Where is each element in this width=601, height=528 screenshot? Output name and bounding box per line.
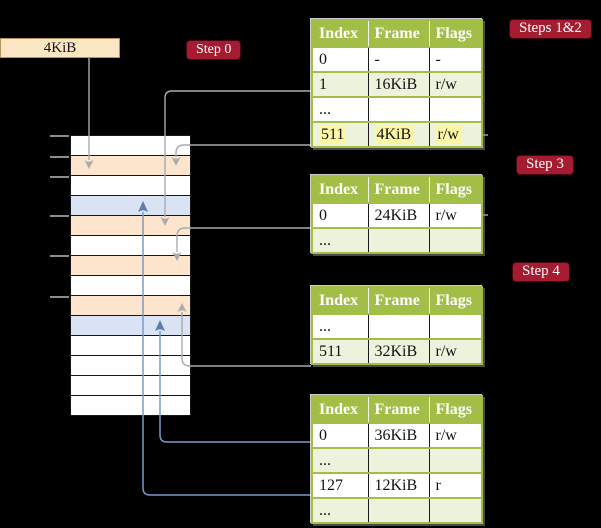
- frame-4kib-label: 4KiB: [43, 40, 77, 56]
- col-header-frame: Frame: [368, 20, 430, 47]
- table-row: ...: [312, 313, 482, 339]
- col-header-flags: Flags: [429, 396, 482, 423]
- page-table-step-4: Index Frame Flags ... 511 32KiB r/w: [311, 286, 483, 365]
- table-row: ...: [312, 497, 482, 523]
- memory-frame-row: [71, 316, 190, 336]
- col-header-frame: Frame: [368, 287, 430, 314]
- table-row: 127 12KiB r: [312, 472, 482, 498]
- page-table-steps-1-2: Index Frame Flags 0 - - 1 16KiB r/w ... …: [311, 19, 483, 148]
- memory-frame-row: [71, 256, 190, 276]
- memory-frame-row: [71, 376, 190, 396]
- col-header-flags: Flags: [429, 20, 482, 47]
- table-row: 1 16KiB r/w: [312, 71, 482, 97]
- header-row: Index Frame Flags: [312, 287, 482, 314]
- col-header-flags: Flags: [429, 287, 482, 314]
- physical-memory-column: [70, 135, 191, 416]
- memory-frame-row: [71, 136, 190, 156]
- memory-frame-row: [71, 236, 190, 256]
- arrow-32kib-line: [181, 312, 311, 367]
- col-header-index: Index: [312, 20, 369, 47]
- address-tick: [50, 156, 69, 158]
- table-row: ...: [312, 227, 482, 253]
- memory-frame-row: [71, 336, 190, 356]
- memory-frame-row: [71, 276, 190, 296]
- header-row: Index Frame Flags: [312, 396, 482, 423]
- table-row: 0 24KiB r/w: [312, 202, 482, 228]
- col-header-index: Index: [312, 287, 369, 314]
- address-tick: [50, 176, 69, 178]
- header-row: Index Frame Flags: [312, 176, 482, 203]
- frame-4kib-box: 4KiB: [0, 38, 120, 58]
- col-header-frame: Frame: [368, 396, 430, 423]
- table-row: ...: [312, 447, 482, 473]
- header-row: Index Frame Flags: [312, 20, 482, 47]
- step-3-badge: Step 3: [517, 156, 573, 174]
- arrow-24kib-line: [176, 227, 311, 252]
- step-0-badge: Step 0: [187, 41, 241, 59]
- step-4-badge: Step 4: [513, 263, 569, 281]
- memory-frame-row: [71, 196, 190, 216]
- memory-frame-row: [71, 176, 190, 196]
- table-row: 0 36KiB r/w: [312, 422, 482, 448]
- address-tick: [50, 296, 69, 298]
- memory-frame-row: [71, 216, 190, 236]
- table-row-highlighted: 511 4KiB r/w: [312, 121, 482, 147]
- col-header-frame: Frame: [368, 176, 430, 203]
- page-table-step-3: Index Frame Flags 0 24KiB r/w ...: [311, 175, 483, 254]
- table-row: 511 32KiB r/w: [312, 338, 482, 364]
- table-row: 0 - -: [312, 46, 482, 72]
- address-tick: [50, 255, 69, 257]
- memory-frame-row: [71, 156, 190, 176]
- memory-frame-row: [71, 356, 190, 376]
- col-header-flags: Flags: [429, 176, 482, 203]
- page-table-final-level: Index Frame Flags 0 36KiB r/w ... 127 12…: [311, 395, 483, 524]
- address-tick: [50, 135, 69, 137]
- table-row: ...: [312, 96, 482, 122]
- memory-frame-row: [71, 296, 190, 316]
- col-header-index: Index: [312, 396, 369, 423]
- steps-1-2-badge: Steps 1&2: [510, 20, 591, 38]
- col-header-index: Index: [312, 176, 369, 203]
- arrow-4kib-selfmap-line: [175, 144, 311, 157]
- memory-frame-row: [71, 396, 190, 415]
- address-tick: [50, 215, 69, 217]
